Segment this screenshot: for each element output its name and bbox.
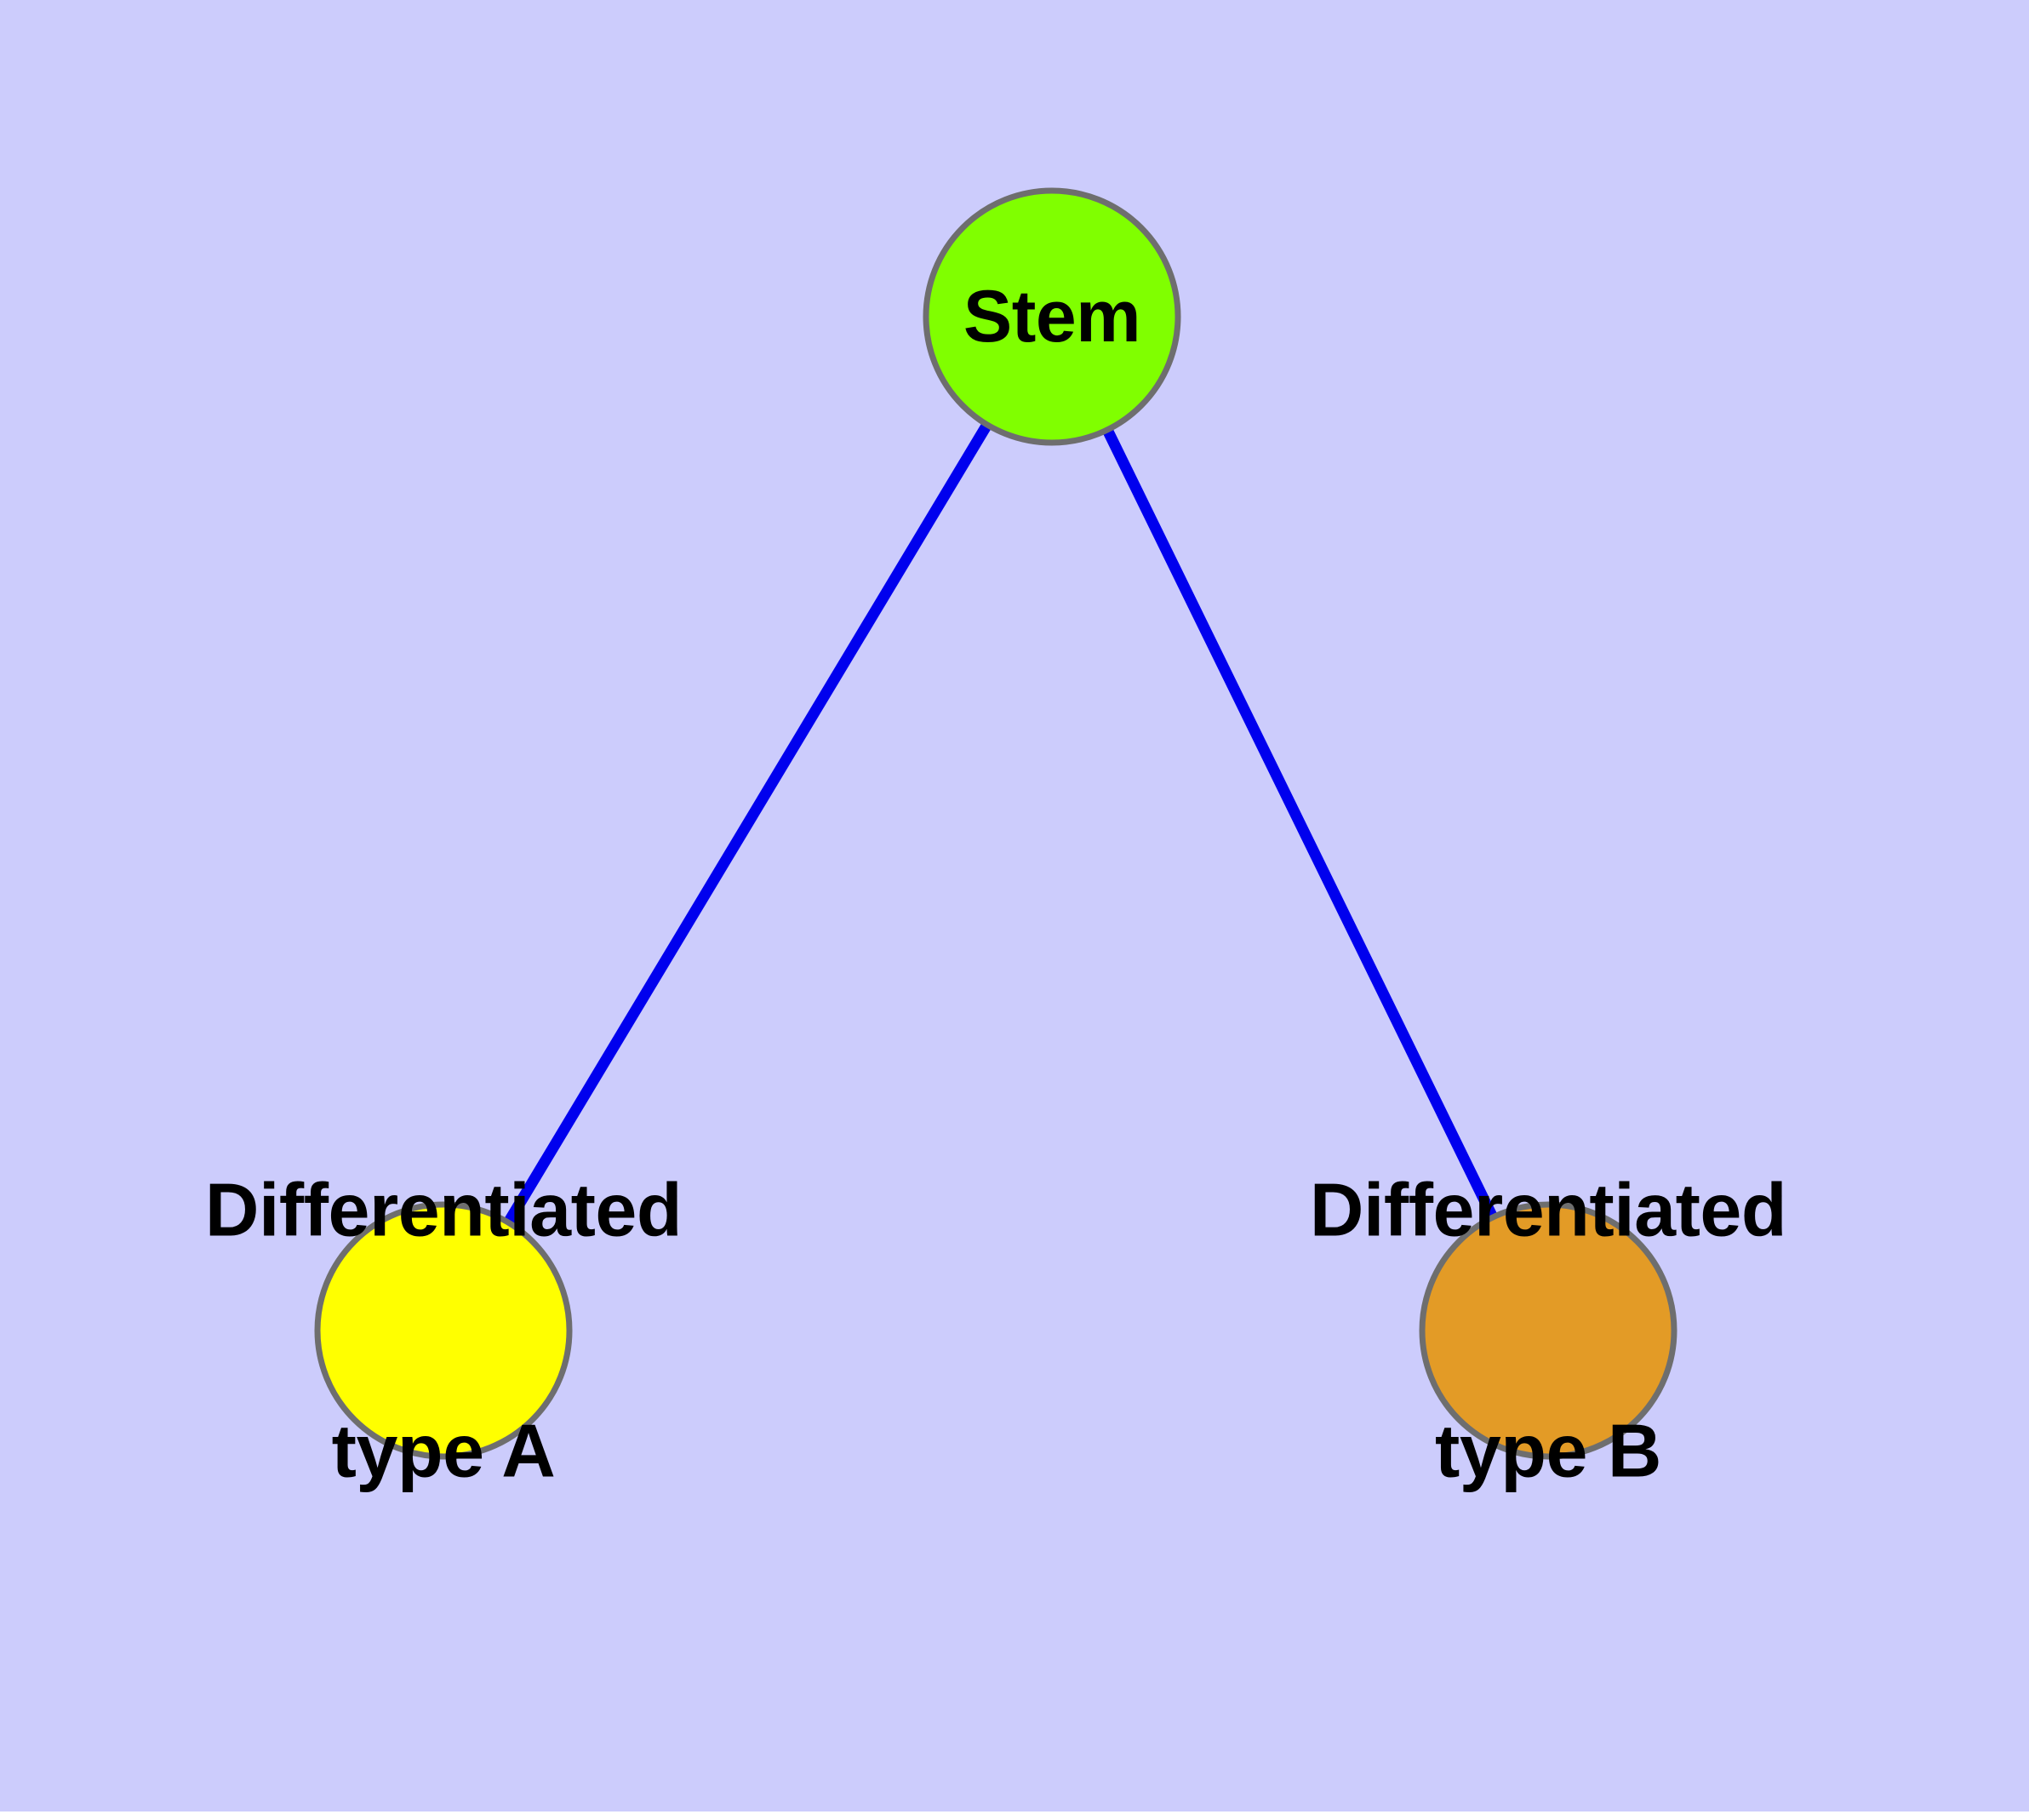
node-differentiated-type-a[interactable] [314,1201,573,1460]
edge-layer [438,313,1553,1334]
edge-stem-to-differentiated-type-b[interactable] [1047,314,1553,1333]
node-layer [314,187,1677,1460]
node-differentiated-type-b[interactable] [1419,1201,1677,1460]
node-stem[interactable] [923,187,1181,446]
edge-stem-to-differentiated-type-a[interactable] [438,313,1057,1334]
